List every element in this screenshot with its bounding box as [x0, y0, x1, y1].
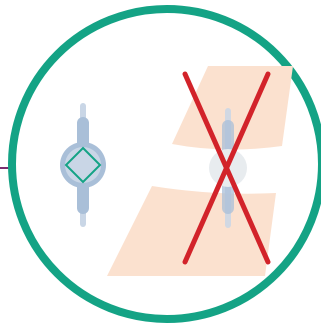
instruction-illustration	[0, 0, 321, 325]
